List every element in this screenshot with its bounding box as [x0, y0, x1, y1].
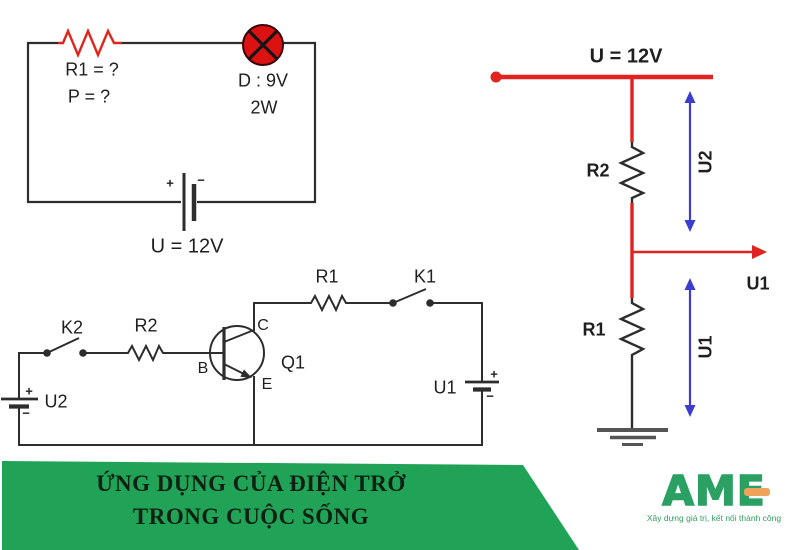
resistor-r1-label: R1	[315, 266, 339, 287]
output-arrowhead	[752, 245, 767, 259]
battery-u2-label: U2	[44, 391, 68, 412]
lamp-rating-label-line1: D : 9V	[237, 70, 289, 91]
supply-voltage-label: U = 12V	[150, 235, 224, 258]
switch-k2-label: K2	[60, 317, 84, 338]
u2-span-label: U2	[695, 150, 716, 174]
title-banner: ỨNG DỤNG CỦA ĐIỆN TRỞ TRONG CUỘC SỐNG	[2, 461, 579, 550]
divider-supply-label: U = 12V	[589, 45, 663, 68]
switch-k1-lever	[392, 288, 427, 304]
voltage-divider-diagram	[490, 71, 767, 446]
power-value-label: P = ?	[67, 86, 111, 107]
resistor-r2-zigzag	[125, 343, 167, 363]
battery-u1-plus-sign: +	[490, 366, 498, 382]
banner-title-line2: TRONG CUỘC SỐNG	[132, 504, 370, 529]
battery-u1-minus-sign: −	[486, 388, 494, 404]
resistor-r2-zigzag	[618, 142, 646, 203]
u1-span-label: U1	[695, 335, 716, 359]
ame-logo-tagline: Xây dựng giá trị, kết nối thành công	[646, 513, 782, 523]
circuit-wire	[18, 302, 483, 446]
switch-k2-lever	[46, 337, 80, 354]
emitter-arrowhead	[240, 369, 252, 378]
lamp-rating-label-line2: 2W	[250, 97, 278, 118]
resistor-zigzag-red	[58, 27, 122, 59]
battery-u2-plus-sign: +	[25, 383, 33, 399]
battery-u2-minus-sign: −	[22, 405, 30, 421]
ame-logo: AME Xây dựng giá trị, kết nối thành công	[644, 469, 784, 540]
battery-plus-sign: +	[166, 175, 174, 191]
emitter-label: E	[261, 376, 273, 393]
battery-u1-label: U1	[433, 377, 457, 398]
divider-r1-label: R1	[582, 319, 606, 340]
switch-k1-contact	[426, 299, 434, 307]
lamp-circuit-diagram	[26, 24, 317, 231]
transistor-collector	[223, 329, 255, 343]
banner-title: ỨNG DỤNG CỦA ĐIỆN TRỞ TRONG CUỘC SỐNG	[2, 467, 500, 533]
supply-node-dot	[490, 71, 502, 83]
u1-span-arrow	[684, 278, 696, 417]
lamp-cross	[247, 29, 279, 61]
resistor-r1-zigzag	[618, 298, 646, 363]
banner-title-line1: ỨNG DỤNG CỦA ĐIỆN TRỞ	[96, 471, 406, 496]
r1-value-label: R1 = ?	[65, 59, 119, 80]
collector-label: C	[257, 317, 269, 334]
switch-k2-contact	[79, 349, 87, 357]
u2-span-arrow	[684, 91, 696, 232]
resistor-r2-label: R2	[134, 315, 158, 336]
battery-minus-sign: −	[197, 172, 205, 188]
switch-k1-label: K1	[413, 266, 437, 287]
ground-icon	[597, 428, 668, 446]
ame-logo-wordmark: AME	[661, 469, 770, 513]
resistor-r1-zigzag	[308, 293, 350, 313]
ame-logo-orange-bar-icon	[743, 488, 770, 496]
transistor-q1-label: Q1	[280, 352, 306, 373]
base-label: B	[197, 360, 209, 377]
transistor-icon	[209, 325, 265, 381]
output-u1-label: U1	[746, 273, 770, 294]
circuit-wire	[26, 41, 317, 204]
divider-r2-label: R2	[586, 160, 610, 181]
transistor-circuit-diagram	[1, 288, 499, 446]
